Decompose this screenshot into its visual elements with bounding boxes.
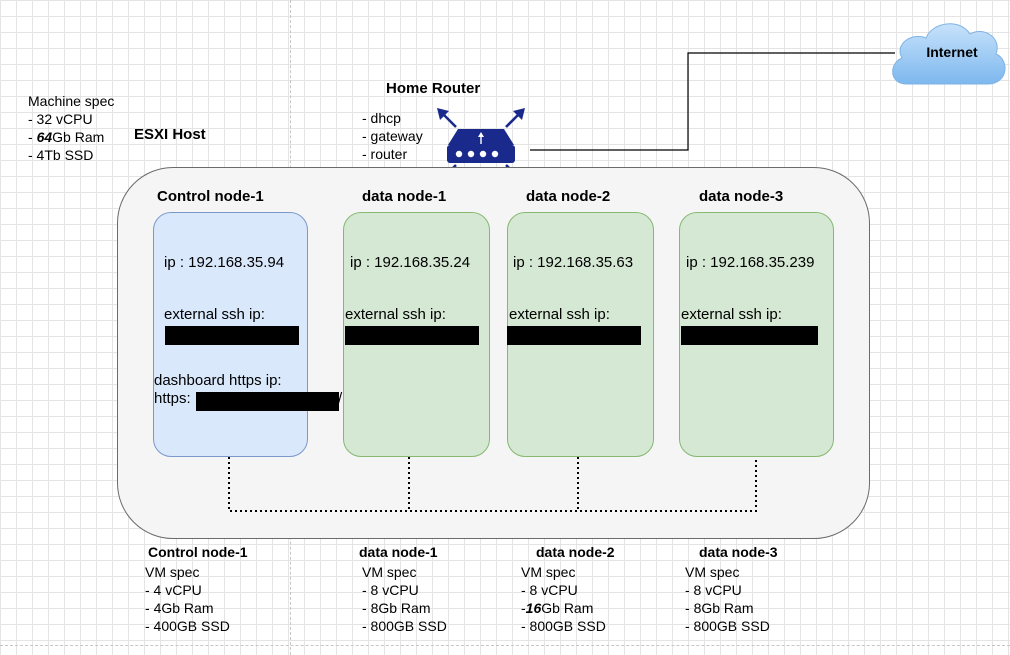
vm-spec-heading: VM spec <box>521 564 576 580</box>
vm-spec-ram: - 8Gb Ram <box>362 599 447 617</box>
vm-spec-ram-prefix: - <box>685 600 694 616</box>
vm-spec-heading: VM spec <box>145 564 200 580</box>
vm-spec-ssd: - 800GB SSD <box>521 618 606 634</box>
vm-spec-ram-value: 16 <box>525 600 542 616</box>
dashboard-https-suffix: / <box>338 390 343 407</box>
page-guide-horizontal <box>0 645 1010 646</box>
vm-spec-ram: -16Gb Ram <box>521 599 606 617</box>
dashboard-https-prefix: https: <box>154 390 191 407</box>
vm-spec-data-node-2-title: data node-2 <box>536 544 615 560</box>
dashboard-https-label: dashboard https ip: <box>154 372 282 389</box>
vm-spec-ram-unit: Gb Ram <box>541 600 594 616</box>
router-title: Home Router <box>386 80 481 97</box>
data-node-1-external-ssh-label: external ssh ip: <box>345 306 446 323</box>
vm-spec-control-node-1: VM spec - 4 vCPU - 4Gb Ram - 400GB SSD <box>145 563 230 635</box>
machine-spec: Machine spec - 32 vCPU - 64Gb Ram - 4Tb … <box>28 92 114 164</box>
router-feature-gateway: - gateway <box>362 128 423 144</box>
control-node-1-title: Control node-1 <box>157 188 264 205</box>
vm-spec-ram: - 4Gb Ram <box>145 599 230 617</box>
vm-spec-ssd: - 400GB SSD <box>145 618 230 634</box>
vm-spec-ram-unit: Gb Ram <box>161 600 214 616</box>
vm-spec-ram-prefix: - <box>521 600 526 616</box>
control-node-1-ip: ip : 192.168.35.94 <box>164 254 285 271</box>
vm-spec-ram-unit: Gb Ram <box>701 600 754 616</box>
control-node-1-external-ssh-label: external ssh ip: <box>164 306 265 323</box>
machine-spec-ram-value: 64 <box>36 129 53 145</box>
cloud-icon <box>892 23 1006 85</box>
machine-spec-ram: - 64Gb Ram <box>28 128 114 146</box>
data-node-3-external-ssh-label: external ssh ip: <box>681 306 782 323</box>
data-node-2-external-ssh-label: external ssh ip: <box>509 306 610 323</box>
vm-spec-data-node-1-title: data node-1 <box>359 544 438 560</box>
data-node-1-title: data node-1 <box>362 188 447 205</box>
router-features: - dhcp - gateway - router <box>362 109 423 163</box>
data-node-3-title: data node-3 <box>699 188 784 205</box>
vm-spec-data-node-1: VM spec - 8 vCPU - 8Gb Ram - 800GB SSD <box>362 563 447 635</box>
machine-spec-ram-prefix: - <box>28 129 37 145</box>
vm-spec-data-node-2: VM spec - 8 vCPU -16Gb Ram - 800GB SSD <box>521 563 606 635</box>
vm-spec-cpu: - 4 vCPU <box>145 582 202 598</box>
internet-label: Internet <box>926 44 978 60</box>
vm-spec-ram-unit: Gb Ram <box>378 600 431 616</box>
machine-spec-cpu: - 32 vCPU <box>28 111 93 127</box>
vm-spec-ram-prefix: - <box>145 600 154 616</box>
data-node-2-ssh-ip-redacted <box>507 326 641 345</box>
vm-spec-ram-value: 8 <box>370 600 379 616</box>
vm-spec-cpu: - 8 vCPU <box>521 582 578 598</box>
dashboard-https-redacted <box>196 392 339 411</box>
vm-spec-ram-prefix: - <box>362 600 371 616</box>
vm-spec-ram-value: 4 <box>153 600 162 616</box>
data-node-1-ssh-ip-redacted <box>345 326 479 345</box>
esxi-host-label: ESXI Host <box>134 126 206 143</box>
vm-spec-heading: VM spec <box>685 564 740 580</box>
vm-spec-ram-value: 8 <box>693 600 702 616</box>
vm-spec-data-node-3: VM spec - 8 vCPU - 8Gb Ram - 800GB SSD <box>685 563 770 635</box>
vm-spec-cpu: - 8 vCPU <box>362 582 419 598</box>
vm-spec-control-node-1-title: Control node-1 <box>148 544 248 560</box>
data-node-3-ip: ip : 192.168.35.239 <box>686 254 815 271</box>
machine-spec-ram-unit: Gb Ram <box>52 129 105 145</box>
router-feature-dhcp: - dhcp <box>362 110 401 126</box>
vm-spec-heading: VM spec <box>362 564 417 580</box>
data-node-1-ip: ip : 192.168.35.24 <box>350 254 471 271</box>
router-feature-router: - router <box>362 146 408 162</box>
vm-spec-data-node-3-title: data node-3 <box>699 544 778 560</box>
vm-spec-ssd: - 800GB SSD <box>685 618 770 634</box>
vm-spec-cpu: - 8 vCPU <box>685 582 742 598</box>
machine-spec-ssd: - 4Tb SSD <box>28 147 94 163</box>
data-node-2-ip: ip : 192.168.35.63 <box>513 254 634 271</box>
vm-spec-ssd: - 800GB SSD <box>362 618 447 634</box>
data-node-3-ssh-ip-redacted <box>681 326 818 345</box>
control-node-1-ssh-ip-redacted <box>165 326 299 345</box>
machine-spec-title: Machine spec <box>28 93 115 109</box>
vm-spec-ram: - 8Gb Ram <box>685 599 770 617</box>
data-node-2-title: data node-2 <box>526 188 611 205</box>
